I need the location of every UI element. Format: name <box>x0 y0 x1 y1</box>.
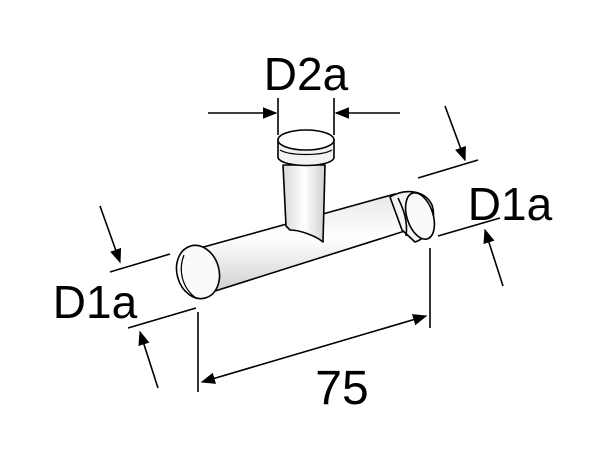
label-d1a-right: D1a <box>468 178 553 230</box>
branch-pipe <box>282 164 326 243</box>
label-d2a: D2a <box>264 48 349 100</box>
dimension-d2a <box>208 98 400 135</box>
dimension-d1a-left <box>99 205 197 389</box>
right-end-ring <box>404 192 436 240</box>
dimension-d1a-right <box>417 105 504 287</box>
label-length: 75 <box>315 362 368 415</box>
t-piece <box>175 129 436 300</box>
dimension-length <box>197 248 431 392</box>
branch-top-ring <box>277 129 335 151</box>
label-d1a-left: D1a <box>53 276 138 328</box>
left-end-ring <box>175 244 221 300</box>
